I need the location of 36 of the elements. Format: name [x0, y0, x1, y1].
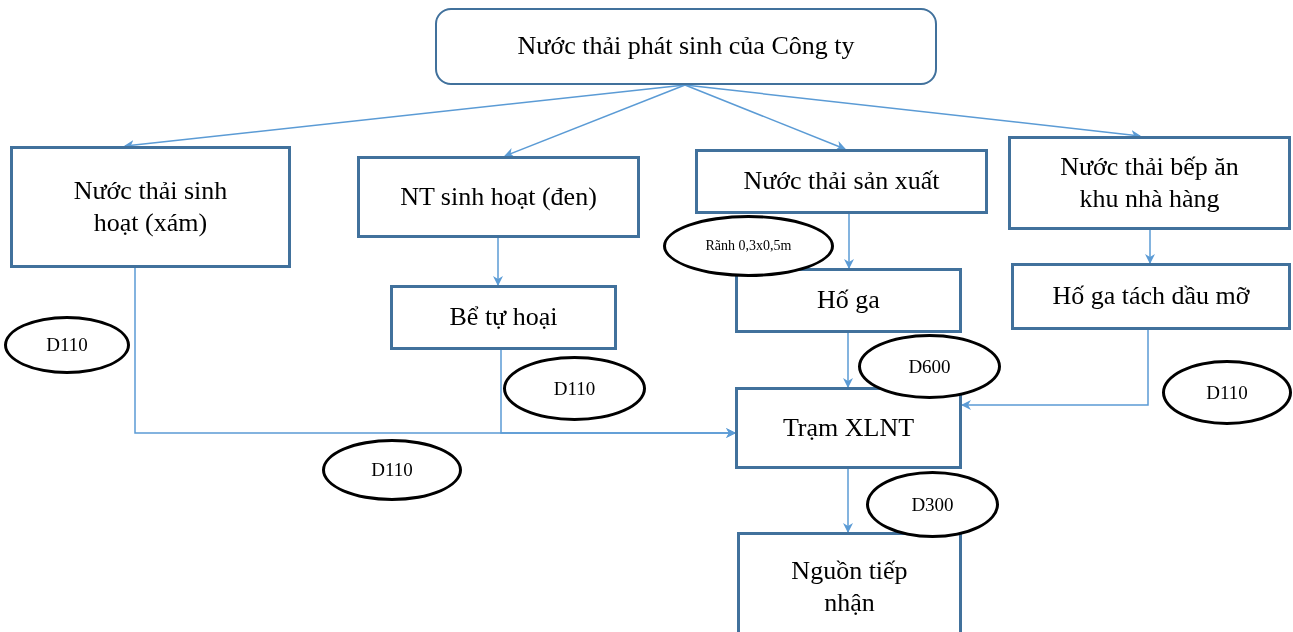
node-text: Nước thải phát sinh của Công ty [517, 30, 855, 63]
arrow [493, 237, 503, 286]
process-box [435, 8, 937, 85]
process-box [1008, 136, 1291, 230]
node-text: Nguồn tiếp nhận [790, 554, 909, 619]
arrow [1145, 229, 1155, 264]
arrow [961, 329, 1149, 410]
arrow [843, 332, 853, 388]
arrow [504, 84, 686, 158]
process-box [390, 285, 617, 350]
process-box [735, 268, 962, 333]
node-text: D110 [46, 333, 88, 357]
node-text: D300 [911, 492, 954, 517]
node-text: Nước thải sinh hoạt (xám) [72, 174, 229, 239]
process-box [357, 156, 640, 238]
arrow [500, 349, 736, 438]
arrow [684, 84, 846, 151]
process-box [1011, 263, 1291, 330]
arrow [843, 468, 853, 533]
process-box [737, 532, 962, 632]
node-text: D110 [553, 376, 596, 401]
arrow [844, 213, 854, 269]
node-text: Bể tự hoại [449, 301, 558, 334]
node-text: D600 [908, 354, 951, 379]
node-text: Nước thải bếp ăn khu nhà hàng [1059, 150, 1240, 215]
node-text: Hố ga [817, 284, 880, 317]
process-box [695, 149, 988, 214]
node-text: Nước thải sản xuất [743, 165, 940, 198]
node-text: D110 [1206, 380, 1248, 405]
process-box [735, 387, 962, 469]
node-text: Hố ga tách dầu mỡ [1052, 280, 1250, 313]
process-box [10, 146, 291, 268]
node-text: Trạm XLNT [782, 411, 915, 444]
node-text: NT sinh hoạt (đen) [400, 180, 597, 213]
node-text: Rãnh 0,3x0,5m [705, 237, 792, 255]
node-text: D110 [371, 458, 413, 482]
